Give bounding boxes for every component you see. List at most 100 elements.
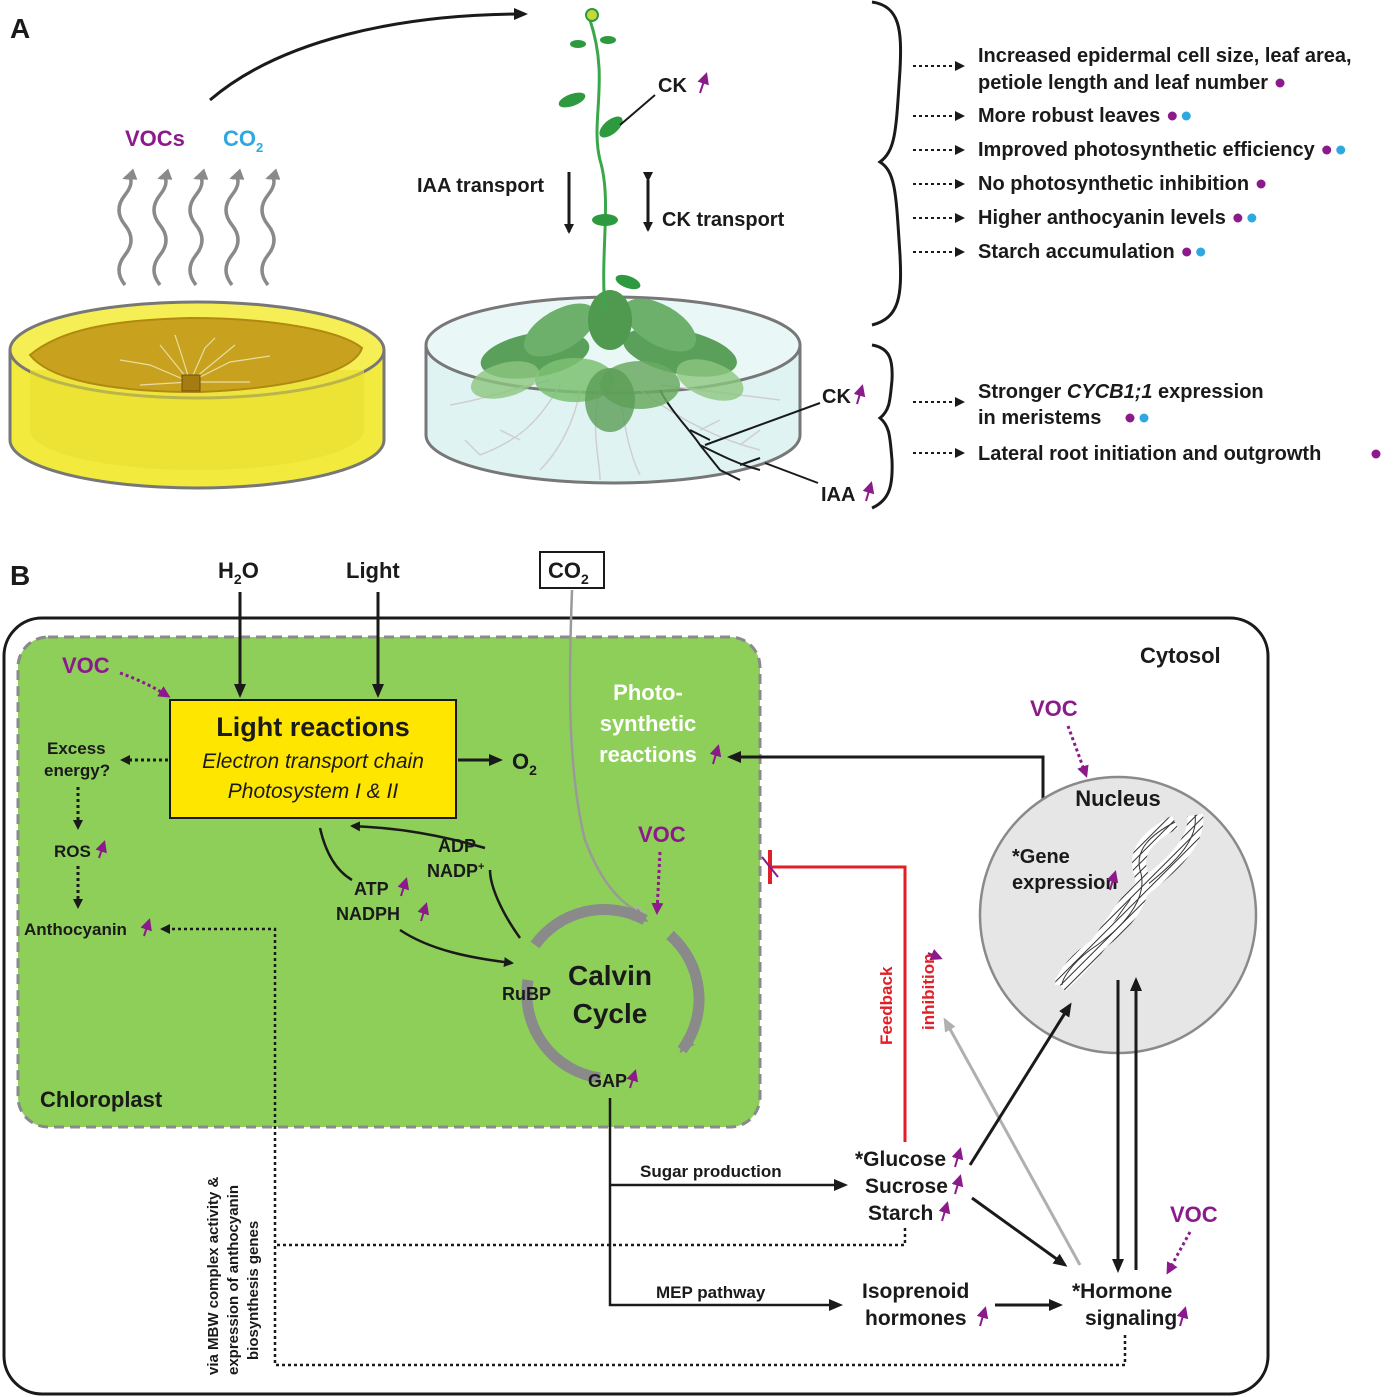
- effect-dot-voc: [1182, 247, 1192, 257]
- effect-dot-co2: [1196, 247, 1206, 257]
- photo-label-2: synthetic: [600, 711, 697, 736]
- mep-pathway-label: MEP pathway: [656, 1283, 766, 1302]
- feedback-inhibition-line: [772, 865, 907, 1142]
- voc-light-arrow: [119, 671, 171, 698]
- effect-text: Increased epidermal cell size, leaf area…: [978, 45, 1352, 67]
- light-reactions-line2: Photosystem I & II: [228, 780, 399, 803]
- iaa-root-label: IAA: [821, 484, 855, 506]
- excess-label-1: Excess: [47, 739, 106, 758]
- panel-a-letter: A: [10, 13, 30, 44]
- feedback-up-icon: [927, 949, 943, 961]
- root-effects-list: Stronger CYCB1;1 expression in meristems…: [913, 381, 1381, 465]
- effect-dot-voc: [1322, 145, 1332, 155]
- cytosol-label: Cytosol: [1140, 643, 1221, 668]
- sugar-production-label: Sugar production: [640, 1162, 782, 1181]
- wavy-arrow-2: [152, 168, 173, 287]
- co2-to-calvin-arrow: [568, 589, 648, 917]
- hormone-up-icon: [1176, 1306, 1189, 1327]
- effect-text: No photosynthetic inhibition: [978, 173, 1249, 195]
- hormone-to-feedback-arrow: [943, 1017, 1082, 1266]
- excess-label-2: energy?: [44, 761, 110, 780]
- voc-hormone-arrow: [1166, 1231, 1192, 1275]
- ck-root-pointer: [704, 402, 821, 446]
- effect-dot-voc: [1167, 111, 1177, 121]
- nadph-label: NADPH: [336, 904, 400, 924]
- wavy-arrow-5: [260, 168, 281, 287]
- mbw-label-1: via MBW complex activity &: [205, 1176, 222, 1375]
- cycb-dot-co2: [1139, 413, 1149, 423]
- vocs-label: VOCs: [125, 126, 185, 151]
- gene-label-1: *Gene: [1012, 846, 1070, 868]
- hormone-to-anthocyanin-dotted: [160, 924, 1127, 1367]
- stem-leaf-4: [615, 274, 641, 290]
- light-reactions-box: [169, 699, 457, 819]
- volatile-transfer-arrow: [209, 8, 528, 102]
- cycb-line1: Stronger CYCB1;1 expression: [978, 381, 1264, 403]
- voc-nucleus-label: VOC: [1030, 696, 1078, 721]
- photo-up-icon: [709, 744, 722, 765]
- gene-up-icon: [1106, 870, 1119, 891]
- voc-calvin-arrow: [651, 851, 664, 915]
- mbw-label-2: expression of anthocyanin: [225, 1185, 242, 1375]
- effect-text: Higher anthocyanin levels: [978, 207, 1226, 229]
- root-system: [659, 389, 761, 481]
- effect-dot-co2: [1336, 145, 1346, 155]
- atp-label: ATP: [354, 879, 389, 899]
- nucleus-label: Nucleus: [1075, 786, 1161, 811]
- effect-dot-voc: [1256, 179, 1266, 189]
- sugar-to-hormone-arrow: [971, 1196, 1068, 1267]
- isoprenoid-up-icon: [976, 1306, 989, 1327]
- root-effects-brace: [871, 343, 894, 510]
- calvin-arc-top: [530, 904, 649, 949]
- flower-bud: [585, 8, 599, 22]
- h2o-label: H2O: [218, 558, 259, 587]
- voc-calvin-label: VOC: [638, 822, 686, 847]
- anthocyanin-up-icon: [140, 918, 152, 937]
- iaa-root-up-icon: [862, 481, 875, 502]
- shoot-effects-list: Increased epidermal cell size, leaf area…: [913, 45, 1352, 263]
- co2-input-label: CO2: [548, 558, 589, 587]
- co2-label: CO2: [223, 126, 263, 155]
- iaa-transport-label: IAA transport: [417, 175, 544, 197]
- co2-input-box: [539, 551, 605, 589]
- plant-stem: [588, 19, 608, 311]
- stem-leaf-1: [558, 92, 586, 108]
- light-reactions-line1: Electron transport chain: [202, 750, 424, 773]
- lateral-dot-voc: [1371, 449, 1381, 459]
- panel-b-letter: B: [10, 560, 30, 591]
- gene-label-2: expression: [1012, 872, 1118, 894]
- ros-up-icon: [95, 840, 107, 859]
- atp-up-icon: [397, 877, 410, 897]
- effect-dot-co2: [1247, 213, 1257, 223]
- calvin-arc-left: [521, 979, 601, 1084]
- wavy-arrow-3: [188, 168, 209, 287]
- glucose-up-icon: [951, 1147, 964, 1168]
- calvin-arc-right: [666, 930, 705, 1054]
- ck-root-label: CK: [822, 386, 851, 408]
- fungal-plug: [181, 374, 201, 392]
- ck-top-up-icon: [697, 72, 709, 94]
- rubp-label: RuBP: [502, 984, 551, 1004]
- gap-up-icon: [626, 1069, 639, 1089]
- light-to-atp-line: [318, 827, 353, 882]
- hormone-label-2: signaling: [1085, 1307, 1177, 1330]
- effect-dot-voc: [1275, 78, 1285, 88]
- starch-label: Starch: [868, 1202, 933, 1225]
- wavy-arrow-1: [117, 168, 138, 287]
- rosette-leaves: [470, 290, 744, 432]
- starch-up-icon: [938, 1201, 951, 1222]
- light-reactions-title: Light reactions: [216, 712, 410, 742]
- effect-dot-co2: [1181, 111, 1191, 121]
- voc-hormone-label: VOC: [1170, 1202, 1218, 1227]
- stem-leaf-3: [592, 214, 618, 226]
- gap-to-sugar-line: [608, 1098, 843, 1311]
- feedback-label-1: Feedback: [877, 966, 896, 1045]
- glucose-label: *Glucose: [855, 1148, 946, 1171]
- stem-leaf-5: [570, 40, 586, 48]
- chloroplast-label: Chloroplast: [40, 1087, 163, 1112]
- ck-root-up-icon: [853, 384, 866, 405]
- cycb-line2: in meristems: [978, 407, 1101, 429]
- sucrose-label: Sucrose: [865, 1175, 948, 1198]
- ck-top-pointer: [619, 94, 656, 126]
